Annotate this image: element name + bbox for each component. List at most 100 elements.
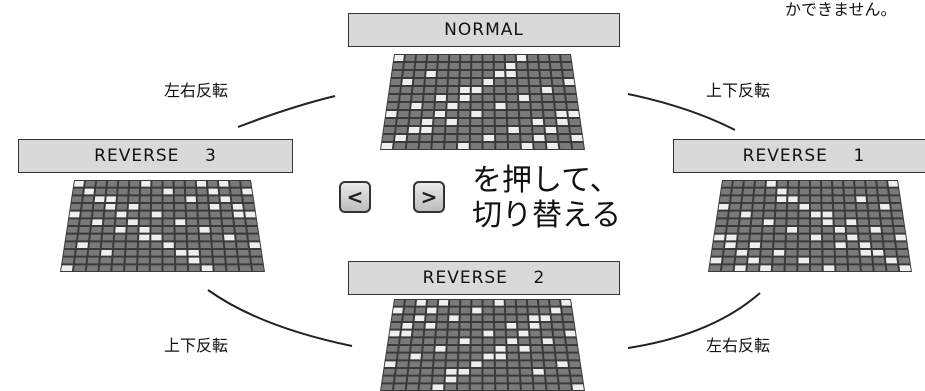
- screen-cell: [388, 95, 399, 101]
- screen-cell: [393, 143, 406, 149]
- screen-cell: [250, 250, 262, 256]
- instruction-line-1: を押して、: [472, 163, 620, 198]
- screen-cell: [886, 265, 899, 271]
- screen-cell: [483, 95, 494, 101]
- screen-cell: [421, 361, 433, 367]
- screen-cell: [96, 181, 107, 187]
- left-arrow-button[interactable]: <: [339, 181, 371, 213]
- screen-cell: [777, 181, 787, 187]
- screen-cell: [64, 242, 76, 248]
- screen-cell: [114, 242, 125, 248]
- screen-cell: [483, 127, 495, 133]
- screen-cell: [550, 307, 561, 314]
- screen-cell: [516, 55, 527, 61]
- screen-cell: [413, 79, 424, 85]
- screen-cell: [200, 242, 211, 248]
- screen-cell: [449, 315, 459, 321]
- screen-cell: [495, 361, 507, 367]
- screen-cell: [470, 135, 482, 141]
- screen-cell: [391, 315, 402, 321]
- screen-cell: [776, 196, 787, 202]
- screen-cell: [520, 119, 531, 125]
- screen-cell: [483, 55, 493, 61]
- screen-cell: [763, 219, 774, 225]
- screen-cell: [747, 265, 759, 271]
- screen-cell: [786, 250, 797, 256]
- screen-cell: [528, 71, 539, 77]
- screen-cell: [93, 204, 104, 210]
- screen-cell: [891, 204, 902, 210]
- right-arrow-button[interactable]: >: [413, 181, 445, 213]
- screen-cell: [446, 361, 458, 367]
- screen-cell: [151, 227, 162, 233]
- screen-cell: [446, 111, 458, 117]
- screen-cell: [553, 330, 564, 337]
- screen-cell: [811, 196, 821, 202]
- screen-cell: [210, 219, 222, 225]
- screen-cell: [494, 315, 505, 321]
- screen-cell: [426, 71, 437, 77]
- screen-cell: [416, 55, 427, 61]
- screen-cell: [129, 181, 140, 187]
- screen-reverse3: [60, 180, 265, 272]
- screen-cell: [393, 384, 406, 390]
- screen-cell: [125, 265, 137, 271]
- screen-cell: [438, 63, 448, 69]
- screen-cell: [761, 250, 773, 256]
- screen-cell: [185, 181, 196, 187]
- screen-cell: [80, 219, 91, 225]
- screen-cell: [733, 181, 743, 187]
- screen-cell: [739, 219, 751, 225]
- screen-cell: [471, 119, 482, 125]
- screen-cell: [470, 143, 482, 149]
- screen-cell: [407, 135, 419, 141]
- screen-cell: [568, 111, 580, 117]
- screen-cell: [420, 369, 432, 375]
- screen-cell: [248, 234, 260, 241]
- screen-cell: [127, 219, 138, 225]
- screen-cell: [116, 211, 127, 218]
- screen-cell: [460, 71, 471, 77]
- screen-cell: [384, 119, 396, 125]
- screen-cell: [432, 135, 444, 141]
- screen-cell: [461, 55, 471, 61]
- screen-cell: [811, 234, 822, 241]
- screen-cell: [448, 330, 459, 337]
- screen-cell: [834, 227, 846, 233]
- screen-cell: [538, 55, 549, 61]
- screen-cell: [507, 353, 519, 360]
- screen-cell: [423, 103, 434, 109]
- screen-cell: [86, 265, 99, 271]
- screen-cell: [118, 181, 129, 187]
- screen-cell: [410, 111, 421, 117]
- screen-cell: [457, 384, 469, 390]
- screen-cell: [495, 111, 506, 117]
- screen-cell: [848, 257, 860, 264]
- screen-cell: [77, 242, 89, 248]
- screen-cell: [709, 265, 721, 271]
- screen-cell: [448, 79, 459, 85]
- screen-cell: [435, 95, 447, 101]
- screen-cell: [152, 188, 162, 195]
- screen-cell: [460, 79, 470, 85]
- screen-cell: [517, 63, 527, 69]
- screen-cell: [516, 300, 527, 306]
- screen-cell: [106, 196, 117, 202]
- screen-cell: [234, 219, 245, 225]
- screen-cell: [438, 300, 449, 306]
- screen-cell: [105, 204, 116, 210]
- screen-cell: [407, 376, 419, 383]
- screen-cell: [188, 265, 200, 271]
- screen-cell: [528, 63, 539, 69]
- screen-cell: [61, 265, 73, 271]
- screen-cell: [226, 257, 238, 264]
- screen-cell: [423, 95, 435, 101]
- screen-cell: [397, 361, 409, 367]
- screen-cell: [471, 79, 482, 85]
- screen-cell: [774, 242, 785, 248]
- screen-cell: [543, 103, 554, 109]
- screen-cell: [425, 79, 436, 85]
- screen-cell: [552, 79, 563, 85]
- screen-cell: [163, 265, 175, 271]
- screen-cell: [735, 257, 747, 264]
